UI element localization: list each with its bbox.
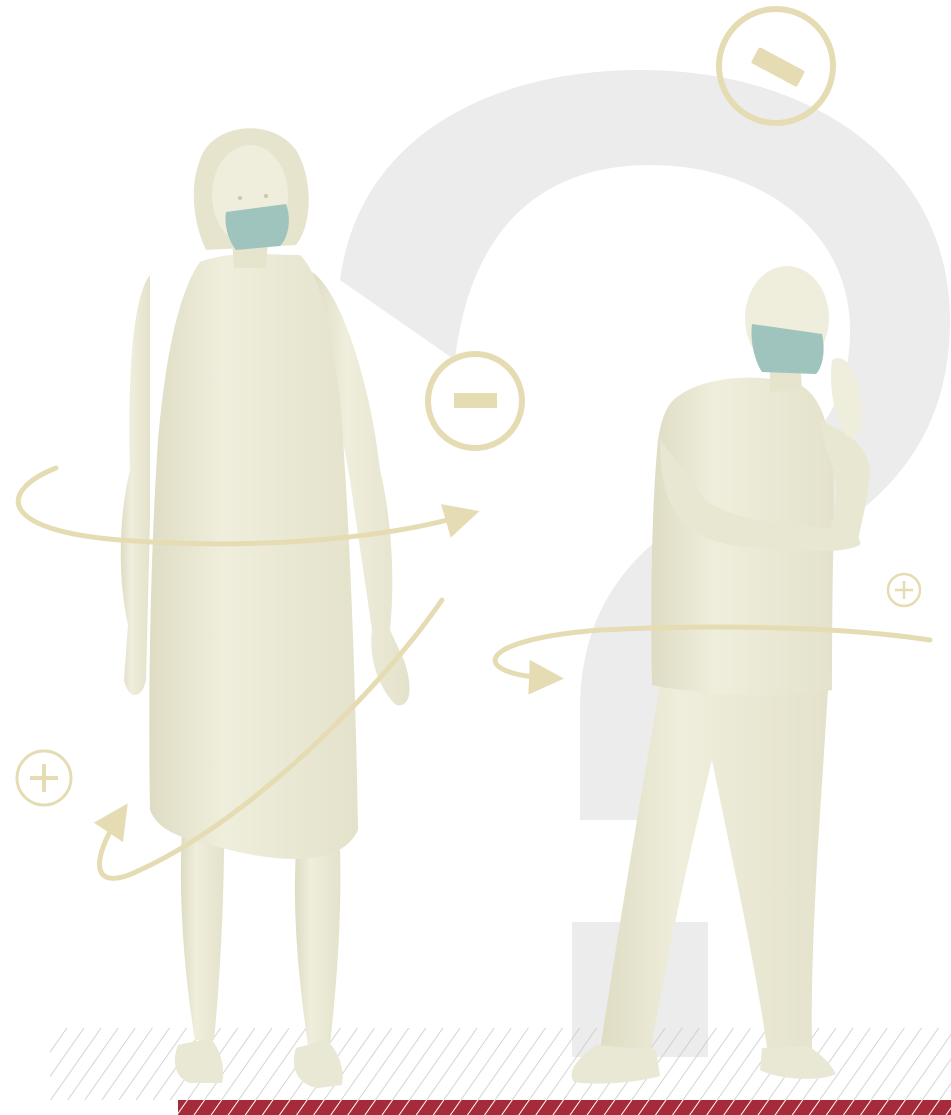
mask-left [225,204,288,250]
minus-icon [751,47,805,87]
plus-icon [30,764,58,792]
plus-badge-right [888,574,920,606]
plus-badge-left [17,751,71,805]
ground-band [178,1100,951,1115]
minus-badge-middle [428,354,522,448]
minus-icon [454,393,497,408]
plus-icon [895,581,913,599]
